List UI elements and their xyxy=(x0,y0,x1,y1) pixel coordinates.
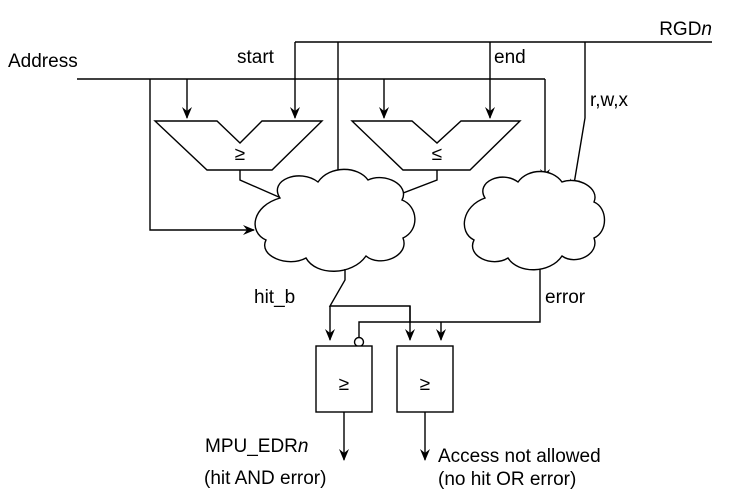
hit-and-error-label: (hit AND error) xyxy=(204,468,326,489)
gate-access-not-allowed: ≥ xyxy=(396,345,454,413)
comparator-less-equal: ≤ xyxy=(350,120,522,171)
error-label: error xyxy=(545,287,586,308)
comparator-greater-equal: ≥ xyxy=(153,120,324,171)
gate-right-symbol: ≥ xyxy=(420,374,430,395)
comparator-left-symbol: ≥ xyxy=(235,144,245,165)
no-hit-or-error-label: (no hit OR error) xyxy=(438,469,576,490)
inverter-bubble xyxy=(353,336,365,348)
address-bus xyxy=(77,78,550,235)
start-label: start xyxy=(237,47,275,68)
gate-left-symbol: ≥ xyxy=(339,374,349,395)
error-logic-cloud xyxy=(463,170,606,271)
hit-b-wire xyxy=(328,269,411,323)
hit-logic-cloud xyxy=(254,168,416,272)
access-not-allowed-label: Access not allowed xyxy=(438,446,601,467)
mpu-edr-label: MPU_EDRn xyxy=(205,436,308,457)
comparator-left-output xyxy=(239,170,298,206)
address-label: Address xyxy=(8,51,78,72)
rgd-label: RGDn xyxy=(659,19,712,40)
error-wire xyxy=(358,269,541,338)
comparator-right-symbol: ≤ xyxy=(432,144,442,165)
gate-hit-and-error: ≥ xyxy=(315,345,373,413)
rgd-bus xyxy=(290,41,712,191)
hit-b-label: hit_b xyxy=(254,287,295,308)
end-label: end xyxy=(494,47,526,68)
rwx-label: r,w,x xyxy=(590,90,629,111)
